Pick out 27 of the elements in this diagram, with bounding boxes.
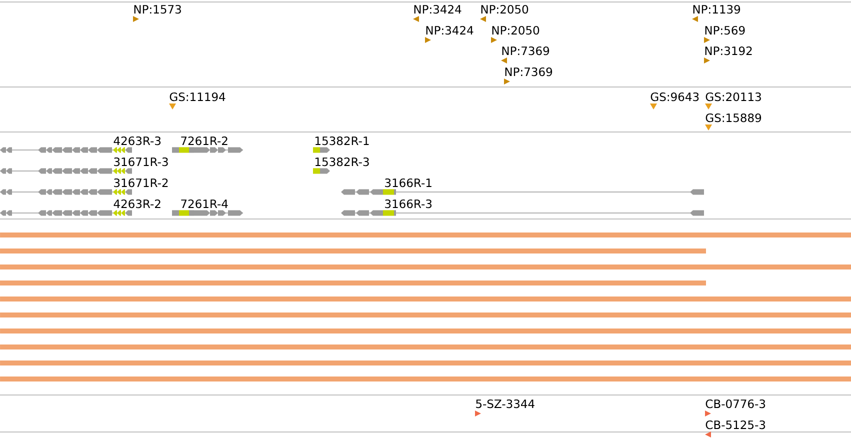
feature-label: 7261R-4: [181, 199, 228, 208]
feature-label: 15382R-3: [315, 157, 369, 166]
feature-label: NP:1139: [693, 4, 740, 14]
feature-label: GS:9643: [650, 92, 699, 102]
feature-label: CB-5125-3: [706, 420, 766, 430]
feature-label: 4263R-3: [114, 136, 161, 146]
feature-label: NP:569: [705, 26, 745, 35]
feature-label: 4263R-2: [114, 199, 160, 208]
feature-label: NP:2050: [481, 4, 528, 14]
feature-label: 31671R-3: [114, 157, 168, 166]
feature-label: 7261R-2: [181, 136, 228, 146]
feature-label: NP:1573: [134, 4, 181, 14]
feature-label: 31671R-2: [114, 178, 168, 188]
feature-label: GS:20113: [706, 92, 761, 102]
feature-label: NP:3192: [705, 46, 752, 56]
feature-label: 15382R-1: [315, 136, 369, 146]
feature-label: NP:3424: [426, 26, 474, 35]
feature-label: 5-SZ-3344: [476, 399, 534, 408]
feature-label: GS:15889: [706, 113, 762, 122]
feature-label: GS:11194: [170, 92, 226, 102]
feature-label: CB-0776-3: [706, 399, 766, 408]
feature-label: 3166R-3: [385, 199, 432, 208]
feature-label: NP:3424: [414, 4, 462, 14]
feature-label: 3166R-1: [385, 178, 432, 188]
feature-label: NP:2050: [492, 26, 540, 35]
feature-label: NP:7369: [502, 46, 550, 56]
feature-label: NP:7369: [505, 67, 552, 76]
